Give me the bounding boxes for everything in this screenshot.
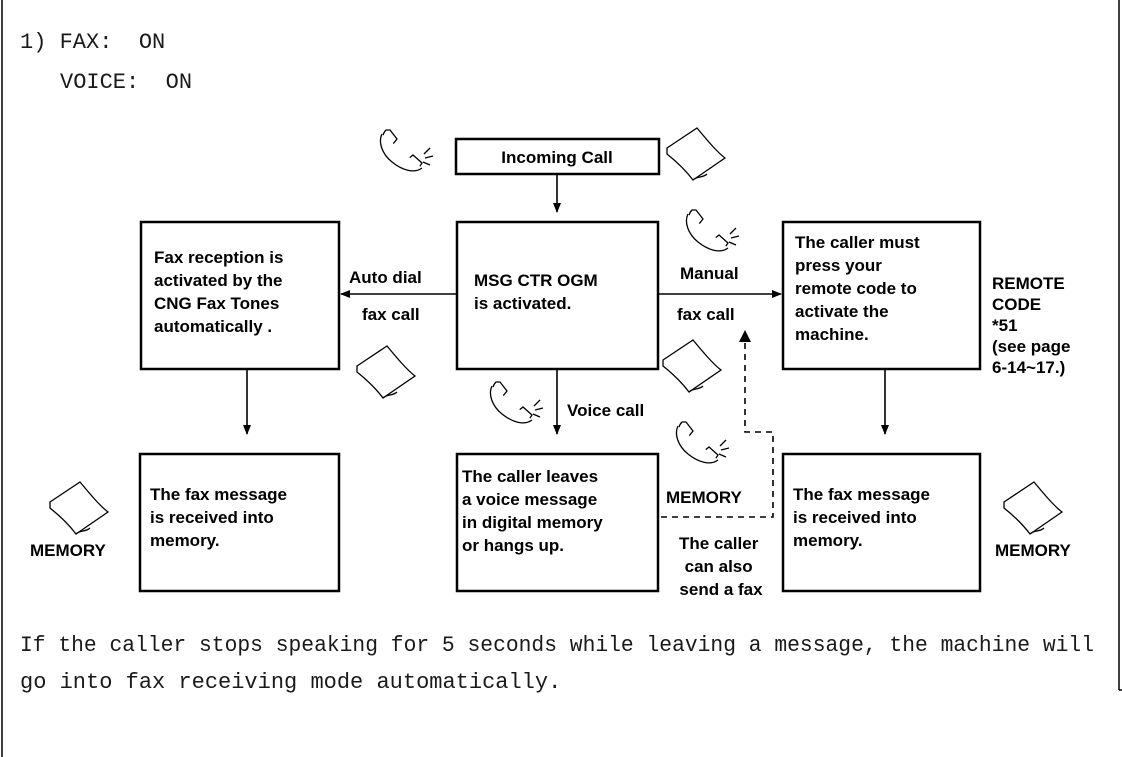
remote-code-text: The caller must press your remote code t… [795, 233, 924, 344]
memory-label-left: MEMORY [30, 541, 107, 560]
header-fax-status: 1) FAX: ON [20, 30, 165, 55]
voice-message-text: The caller leaves a voice message in dig… [462, 467, 607, 555]
voice-message-box [455, 452, 660, 593]
fax-memory-right-box [781, 452, 982, 593]
phone-handset-icon [685, 209, 740, 252]
fax-paper-icon [666, 127, 726, 181]
header-voice-status: VOICE: ON [60, 70, 192, 95]
footer-line-2: go into fax receiving mode automatically… [20, 670, 561, 695]
phone-handset-icon [489, 381, 544, 424]
fax-paper-icon [662, 339, 722, 393]
memory-label-right: MEMORY [995, 541, 1072, 560]
msg-ctr-box [455, 220, 660, 371]
remote-code-annotation: REMOTE CODE *51 (see page 6-14~17.) [992, 274, 1075, 377]
label-auto-dial: Auto dial [349, 268, 422, 287]
footer-line-1: If the caller stops speaking for 5 secon… [20, 633, 1094, 658]
memory-label-center: MEMORY [666, 488, 743, 507]
label-manual: Manual [680, 264, 739, 283]
remote-code-box [781, 220, 982, 371]
fax-paper-icon [356, 345, 416, 399]
label-voice-call: Voice call [567, 401, 644, 420]
fax-reception-box [139, 220, 341, 371]
label-also-send-fax: The caller can also send a fax [679, 534, 763, 599]
label-auto-fax-call: fax call [362, 305, 420, 324]
phone-handset-icon [675, 421, 730, 464]
fax-memory-left-box [138, 452, 341, 593]
fax-reception-text: Fax reception is activated by the CNG Fa… [154, 248, 288, 336]
incoming-call-box [454, 137, 661, 176]
fax-memory-right-text: The fax message is received into memory. [793, 485, 935, 550]
fax-paper-icon [49, 481, 109, 535]
fax-paper-icon [1003, 481, 1063, 535]
incoming-call-label: Incoming Call [501, 148, 612, 167]
dashed-arrow-head [739, 330, 751, 342]
fax-memory-left-text: The fax message is received into memory. [150, 485, 292, 550]
msg-ctr-text: MSG CTR OGM is activated. [474, 271, 602, 313]
phone-handset-icon [379, 129, 434, 172]
label-manual-fax-call: fax call [677, 305, 735, 324]
dashed-return-path [661, 340, 774, 518]
